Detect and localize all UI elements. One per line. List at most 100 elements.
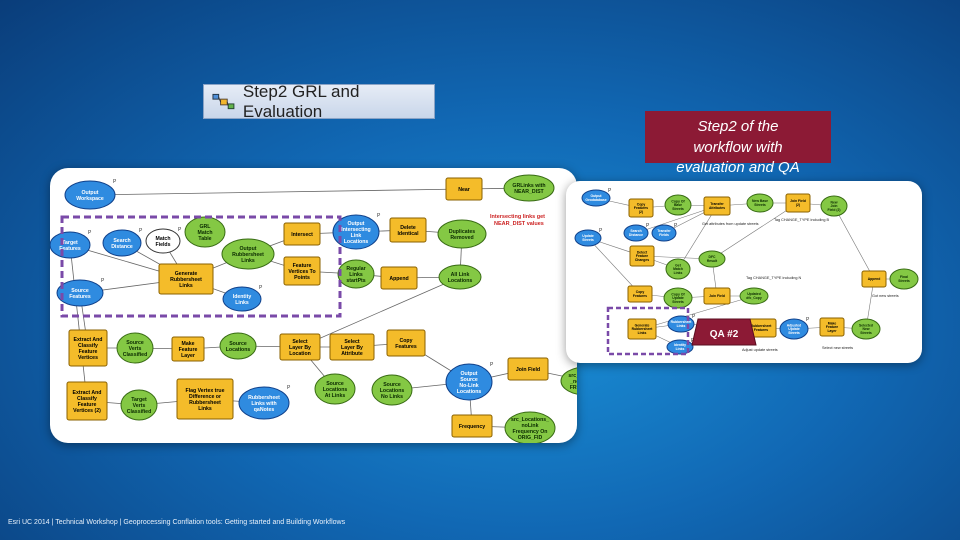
parameter-marker: P xyxy=(101,278,105,284)
parameter-marker: P xyxy=(599,228,603,234)
callout-line-1: Step2 of the xyxy=(697,118,779,135)
model-node-join-field[interactable]: Join Field xyxy=(507,357,549,381)
model-node-label: Join Field xyxy=(709,294,725,298)
annotation-text: Adjust update streets xyxy=(742,348,778,352)
model-node-label: Intersect xyxy=(291,232,313,238)
model-node-append-2[interactable]: Append xyxy=(861,270,887,288)
model-node-join-field-2[interactable]: Join Field(2) xyxy=(785,193,811,213)
model-title-strip: Step2 GRL and Evaluation xyxy=(203,82,435,121)
connector-line xyxy=(89,186,465,196)
annotation-text: Got new streets xyxy=(872,294,899,298)
model-node-append[interactable]: Append xyxy=(380,266,418,290)
highlight-box xyxy=(606,306,690,356)
model-node-intersect[interactable]: Intersect xyxy=(283,222,321,246)
model-node-label: Append xyxy=(389,276,408,282)
annotation-text: Tag CHANGE_TYPE including N xyxy=(746,276,802,280)
annotation-text: Get attributes from update streets xyxy=(702,222,759,226)
parameter-marker: P xyxy=(646,223,650,229)
parameter-marker: P xyxy=(178,227,182,233)
model-node-join-field-3[interactable]: Join Field xyxy=(703,287,731,305)
parameter-marker: P xyxy=(259,285,263,291)
parameter-marker: P xyxy=(287,385,291,391)
callout-line-2: workflow with xyxy=(693,139,783,156)
model-node-frequency[interactable]: Frequency xyxy=(451,414,493,438)
highlight-box xyxy=(60,215,342,318)
parameter-marker: P xyxy=(692,314,696,320)
model-node-src-locations-frequency[interactable]: src_Locations_noLink withFREQUENCY xyxy=(560,367,577,395)
connector-line xyxy=(677,205,718,270)
model-node-near[interactable]: Near xyxy=(445,177,483,201)
